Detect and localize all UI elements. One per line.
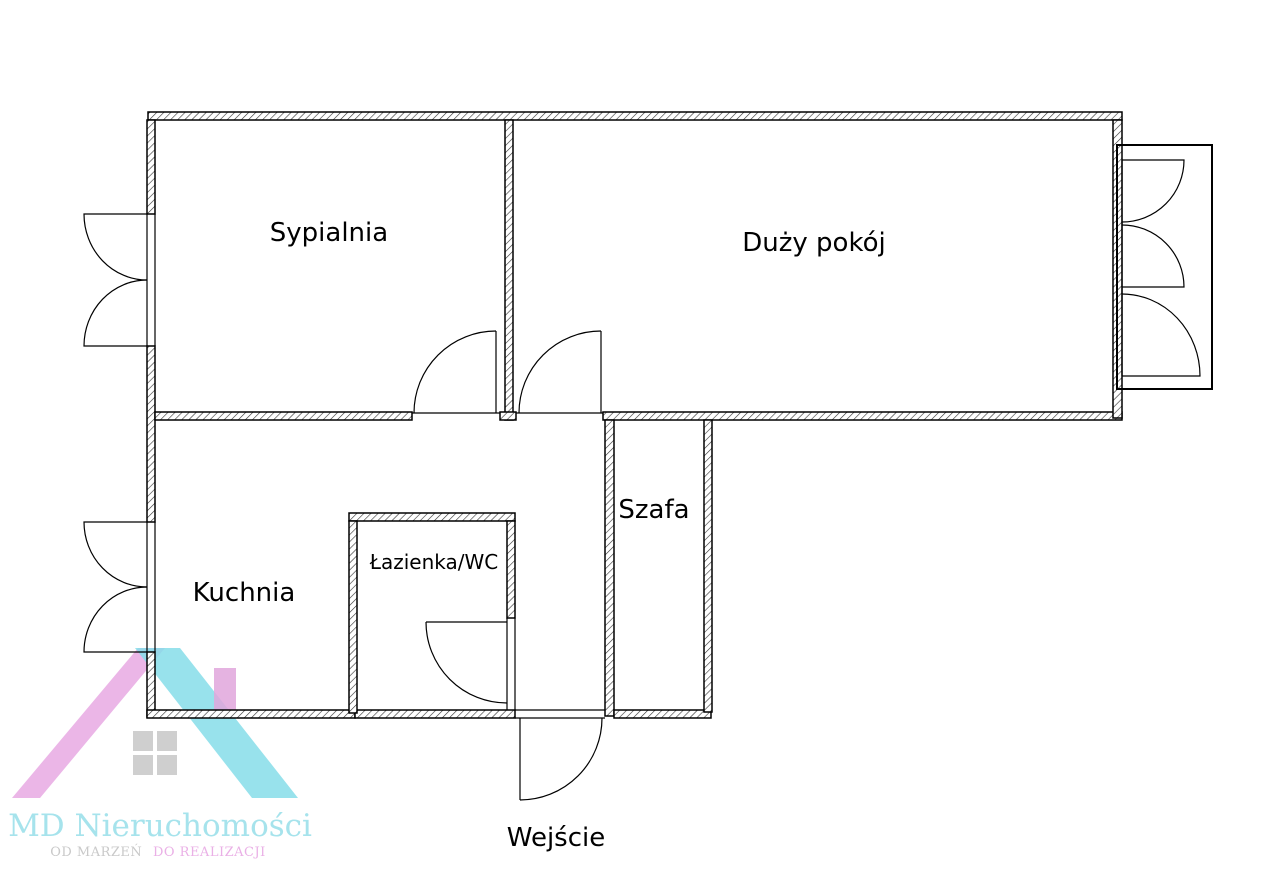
door-bathroom: [425, 618, 516, 710]
label-wejscie: Wejście: [507, 823, 605, 853]
logo-tagline: OD MARZEŃ DO REALIZACJI: [50, 843, 266, 860]
label-lazienka: Łazienka/WC: [369, 550, 499, 574]
door-bedroom: [412, 330, 500, 414]
label-duzy-pokoj: Duży pokój: [742, 228, 885, 258]
logo-tagline-part2: DO REALIZACJI: [153, 845, 266, 860]
door-living: [516, 330, 603, 414]
window-kitchen: [83, 521, 156, 653]
door-entrance: [515, 709, 605, 801]
label-sypialnia: Sypialnia: [270, 218, 388, 248]
label-kuchnia: Kuchnia: [193, 578, 296, 608]
logo-graphic: [12, 648, 298, 798]
logo-tagline-part1: OD MARZEŃ: [50, 843, 142, 860]
walls: [146, 111, 1123, 719]
logo-roof-cyan: [135, 648, 298, 798]
logo-roof-pink: [12, 648, 165, 798]
window-bedroom: [83, 213, 156, 347]
balcony-windows: [1116, 144, 1213, 390]
label-szafa: Szafa: [618, 495, 689, 525]
logo-chimney: [214, 668, 236, 710]
logo-window-icon: [133, 731, 177, 775]
logo-name: MD Nieruchomości: [8, 808, 312, 844]
